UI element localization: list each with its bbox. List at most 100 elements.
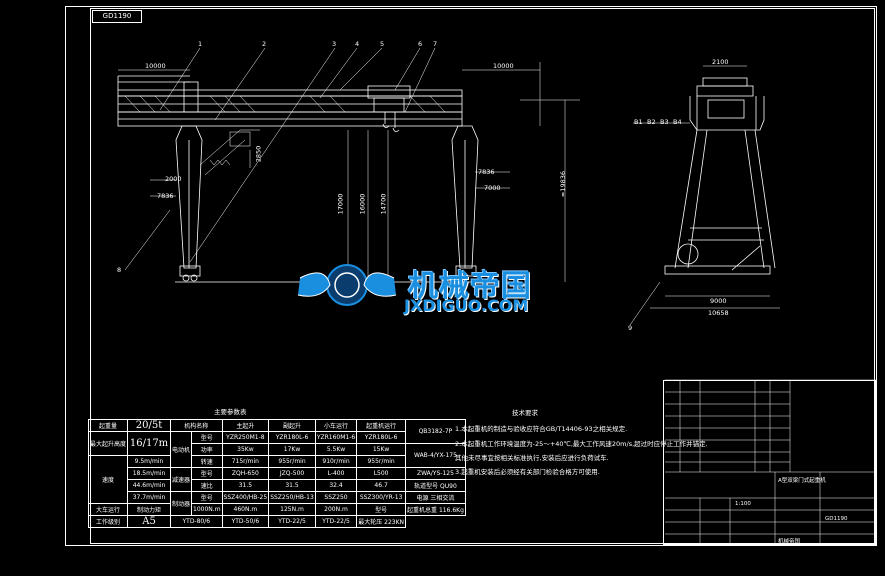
cell: 32.4 (314, 479, 358, 492)
title-block-title: A型双梁门式起重机 (778, 478, 826, 484)
cell: 955r/min (356, 455, 407, 468)
title-block-company: 机械帝国 (778, 539, 801, 545)
dim-2000: 2000 (165, 175, 182, 183)
outer-border (65, 6, 877, 546)
cell: 电动机 (170, 431, 193, 468)
tech-note-1: 1.本起重机的制造与验收应符合GB/T14406-93之相关规定. (455, 425, 628, 433)
cell: 9.5m/min (127, 455, 172, 468)
cell: 大车运行 (87, 503, 129, 516)
cell: YTD-50/6 (221, 515, 270, 528)
balloon-9: 9 (628, 324, 633, 332)
title-block-drawing-no: GD1190 (825, 516, 848, 522)
cell: WAB-4/YX-175 (405, 443, 466, 468)
side-view (629, 65, 780, 326)
dim-side-top: 2100 (712, 58, 729, 66)
dim-7836-left: 7836 (157, 192, 174, 200)
cell: SSZ300/YR-13 (356, 491, 407, 504)
cell: 18.5m/min (127, 467, 172, 480)
cell: 200N.m (314, 503, 358, 516)
cell: 起重机总重 116.6Kg (405, 503, 466, 516)
dim-7000: 7000 (484, 184, 501, 192)
cell: 44.6m/min (127, 479, 172, 492)
front-view (117, 47, 580, 283)
cell: 机构名称 (170, 419, 223, 432)
cell: 速度 (87, 455, 129, 504)
tech-notes-title: 技术要求 (512, 409, 538, 417)
cell: YTD-80/6 (170, 515, 223, 528)
title-block-scale: 1:100 (735, 501, 751, 507)
tech-note-4: 3.起重机安装后必须经有关部门检验合格方可使用. (455, 468, 600, 476)
leg-label-b2: B2 (647, 118, 656, 126)
cell: 电源 三相交流 (405, 491, 466, 504)
cell: 制动力矩 (127, 503, 172, 516)
dim-span-left: 10000 (145, 62, 166, 70)
cell: 主起升 (221, 419, 270, 432)
cell: 910r/min (314, 455, 358, 468)
spec-table-title: 主要参数表 (214, 408, 247, 416)
logo-emblem (297, 264, 397, 306)
cell: 功率 (191, 443, 223, 456)
dim-16000: 16000 (358, 193, 367, 215)
cell: 35Kw (221, 443, 270, 456)
balloon-2: 2 (262, 40, 267, 48)
drawing-number-box: GD1190 (92, 10, 142, 23)
cell: 1000N.m (191, 503, 223, 516)
balloon-3: 3 (332, 40, 337, 48)
balloon-8: 8 (117, 266, 122, 274)
cell: 37.7m/min (127, 491, 172, 504)
cell: 20/5t (127, 419, 172, 432)
tech-note-3: 其他未尽事宜按相关标准执行,安装后应进行负荷试车. (455, 454, 609, 462)
logo-text: 机械帝国 (408, 269, 532, 304)
cell: 715r/min (221, 455, 270, 468)
cell: A5 (127, 515, 172, 528)
cell: YZR180L-6 (356, 431, 407, 444)
cell: 轨道型号 QU90 (405, 479, 466, 492)
cell: 副起升 (268, 419, 316, 432)
tech-note-2: 2.本起重机工作环境温度为-25～+40℃,最大工作风速20m/s,超过时应停止… (455, 440, 708, 448)
cell: 最大轮压 223KN (356, 515, 407, 528)
balloon-7: 7 (433, 40, 438, 48)
dim-span-right: 10000 (493, 62, 514, 70)
cell: SSZ250/HB-13 (268, 491, 316, 504)
cell: JZQ-500 (268, 467, 316, 480)
balloon-6: 6 (418, 40, 423, 48)
cell: YTD-22/5 (314, 515, 358, 528)
wheel-value: 223KN (384, 519, 405, 526)
cell: YZR250M1-8 (221, 431, 270, 444)
cell: 起重机运行 (356, 419, 407, 432)
cell: 460N.m (221, 503, 270, 516)
dim-7836-right: 7836 (478, 168, 495, 176)
cell: 17Kw (268, 443, 316, 456)
dim-side-base: 9000 (710, 297, 727, 305)
balloon-5: 5 (380, 40, 385, 48)
inner-border (90, 8, 875, 544)
dim-2850: 2850 (254, 145, 263, 163)
spec-table: 起重量 20/5t 机构名称 主起升 副起升 小车运行 起重机运行 QB3182… (87, 419, 466, 528)
cell: 转速 (191, 455, 223, 468)
cell: 16/17m (127, 431, 172, 456)
leg-label-b4: B4 (673, 118, 682, 126)
cell: 起重量 (87, 419, 129, 432)
logo-url: JXDIGUO.COM (404, 296, 529, 315)
cell: 制动器 (170, 491, 193, 516)
cell: 小车运行 (314, 419, 358, 432)
cell: 型号 (356, 503, 407, 516)
cell: 减速器 (170, 467, 193, 492)
cell: 15Kw (356, 443, 407, 456)
cell: 31.5 (268, 479, 316, 492)
power-value: 三相交流 (430, 495, 455, 502)
cell: ZQH-650 (221, 467, 270, 480)
cell: 型号 (191, 491, 223, 504)
dim-17000: 17000 (336, 193, 345, 215)
cell: 工作级别 (87, 515, 129, 528)
cell: SSZ400/HB-25 (221, 491, 270, 504)
balloon-1: 1 (198, 40, 203, 48)
balloon-4: 4 (355, 40, 360, 48)
cell: L-400 (314, 467, 358, 480)
cell: SSZ250 (314, 491, 358, 504)
cell: YTD-22/5 (268, 515, 316, 528)
leg-label-b3: B3 (660, 118, 669, 126)
cell: 型号 (191, 431, 223, 444)
